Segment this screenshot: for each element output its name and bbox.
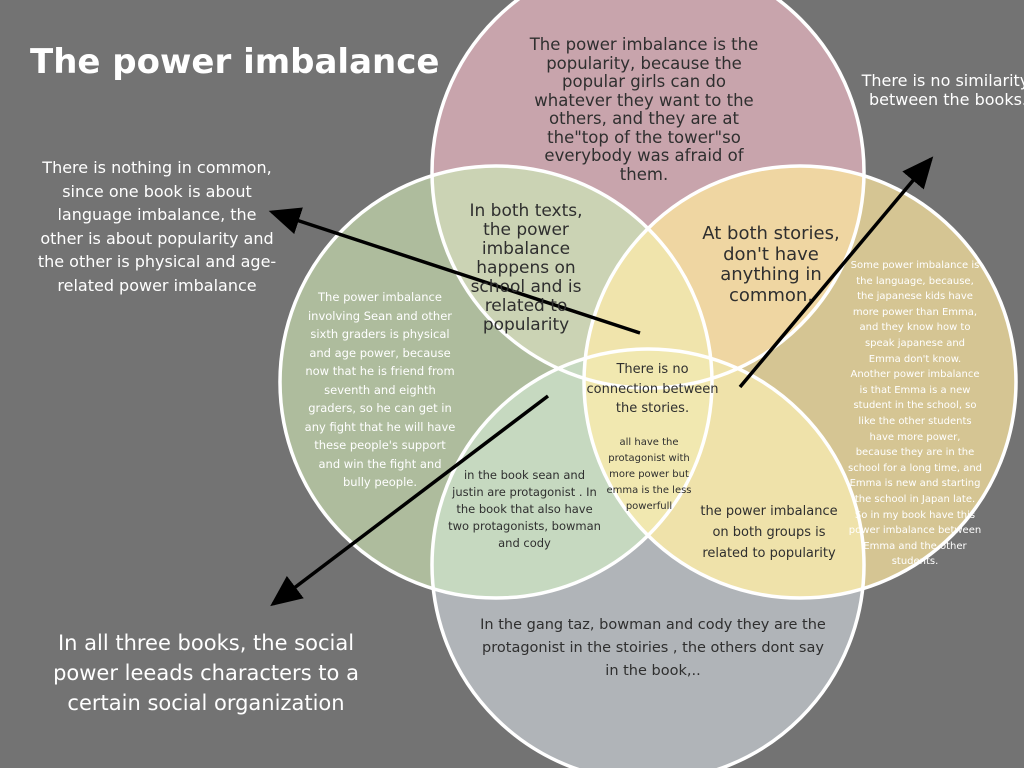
region-text-bottom-left: The power imbalance involving Sean and o… <box>304 290 456 489</box>
page-title: The power imbalance <box>30 42 440 82</box>
region-text-bottom-right: Some power imbalance is the language, be… <box>848 260 982 568</box>
outline-bottom <box>430 347 866 768</box>
region-text-center-bottom: all have the protagonist with more power… <box>606 437 692 512</box>
outline-left <box>278 164 714 600</box>
region-text-bottom: In the gang taz, bowman and cody they ar… <box>480 617 826 679</box>
arrow-to-right-callout <box>738 156 934 389</box>
callout-left: There is nothing in common, since one bo… <box>37 158 277 295</box>
outline-right <box>582 164 1018 600</box>
arrow-to-left-callout <box>268 207 641 335</box>
callout-bottom: In all three books, the social power lee… <box>53 631 359 715</box>
outline-top <box>430 0 866 390</box>
callout-right: There is no similarity, between the book… <box>861 71 1024 109</box>
region-text-center: There is no connection between the stori… <box>586 362 719 416</box>
region-text-top-right: At both stories, don't have anything in … <box>702 223 840 306</box>
arrow-to-bottom-callout <box>270 394 550 607</box>
region-text-left-bottom: in the book sean and justin are protagon… <box>448 468 601 550</box>
region-text-right-bottom: the power imbalance on both groups is re… <box>700 504 838 561</box>
region-text-top-left: In both texts, the power imbalance happe… <box>469 201 583 335</box>
region-text-top: The power imbalance is the popularity, b… <box>529 35 759 184</box>
